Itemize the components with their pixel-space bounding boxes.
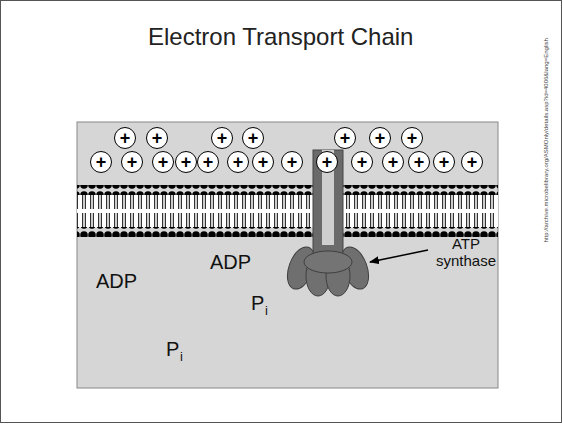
proton-sign: + bbox=[152, 129, 163, 147]
proton-circle: + bbox=[121, 151, 143, 173]
proton-sign: + bbox=[96, 153, 107, 171]
molecule-label: ADP bbox=[210, 251, 251, 273]
proton-circle: + bbox=[433, 151, 455, 173]
enzyme-label: ATP synthase bbox=[430, 236, 502, 269]
phosphate-subscript: i bbox=[265, 304, 268, 318]
proton-circle: + bbox=[334, 127, 356, 149]
proton-circle: + bbox=[369, 127, 391, 149]
proton-sign: + bbox=[388, 153, 399, 171]
proton-circle: + bbox=[114, 127, 136, 149]
phosphate-label: P bbox=[251, 292, 264, 314]
proton-sign: + bbox=[340, 129, 351, 147]
phosphate-label: P bbox=[166, 338, 179, 360]
proton-circle: + bbox=[351, 151, 373, 173]
proton-sign: + bbox=[258, 153, 269, 171]
proton-sign: + bbox=[217, 129, 228, 147]
proton-sign: + bbox=[287, 153, 298, 171]
proton-circle: + bbox=[281, 151, 303, 173]
proton-sign: + bbox=[322, 153, 333, 171]
proton-sign: + bbox=[439, 153, 450, 171]
proton-sign: + bbox=[181, 153, 192, 171]
proton-sign: + bbox=[158, 153, 169, 171]
proton-circle: + bbox=[90, 151, 112, 173]
proton-sign: + bbox=[467, 153, 478, 171]
proton-sign: + bbox=[357, 153, 368, 171]
proton-circle: + bbox=[461, 151, 483, 173]
molecule-label: ADP bbox=[96, 270, 137, 292]
proton-sign: + bbox=[233, 153, 244, 171]
proton-circle: + bbox=[227, 151, 249, 173]
proton-circle: + bbox=[197, 151, 219, 173]
proton-sign: + bbox=[375, 129, 386, 147]
proton-sign: + bbox=[414, 153, 425, 171]
source-url: http://archive.microbelibrary.org/ASMOnl… bbox=[543, 38, 550, 242]
proton-sign: + bbox=[127, 153, 138, 171]
proton-circle: + bbox=[152, 151, 174, 173]
proton-circle: + bbox=[401, 127, 423, 149]
proton-sign: + bbox=[248, 129, 259, 147]
proton-sign: + bbox=[120, 129, 131, 147]
proton-circle: + bbox=[242, 127, 264, 149]
proton-circle: + bbox=[252, 151, 274, 173]
proton-circle: + bbox=[146, 127, 168, 149]
proton-sign: + bbox=[407, 129, 418, 147]
proton-circle: + bbox=[175, 151, 197, 173]
phosphate-subscript: i bbox=[180, 350, 183, 364]
proton-circle: + bbox=[382, 151, 404, 173]
proton-sign: + bbox=[203, 153, 214, 171]
proton-circle: + bbox=[408, 151, 430, 173]
proton-circle: + bbox=[211, 127, 233, 149]
slide-title: Electron Transport Chain bbox=[148, 24, 413, 50]
proton-circle: + bbox=[316, 151, 338, 173]
